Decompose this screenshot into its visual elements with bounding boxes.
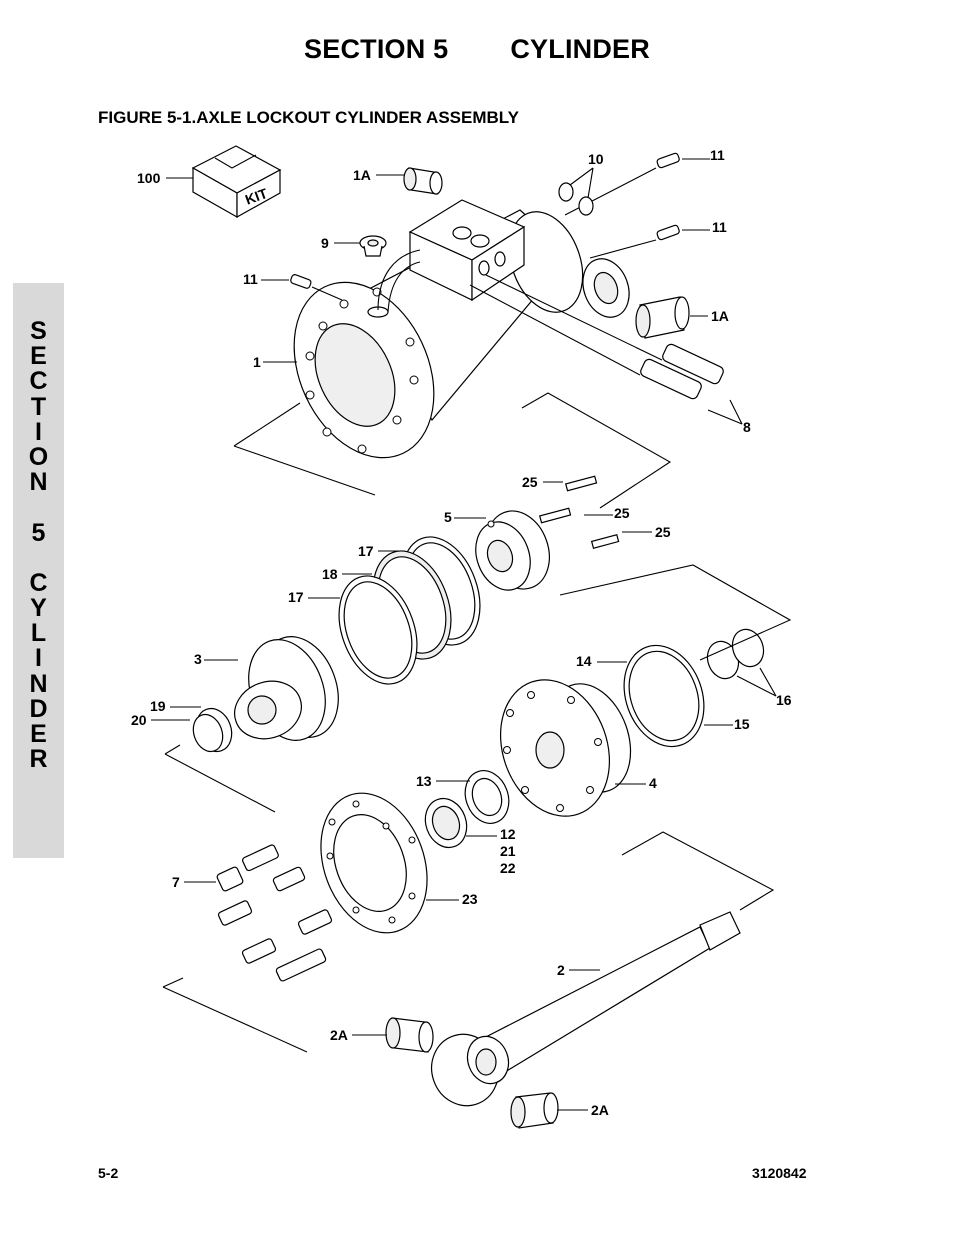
rings-16: [706, 628, 765, 680]
piston-3: [234, 636, 339, 741]
side-tab-letter: O: [28, 442, 49, 471]
seals-12-21-22: [424, 797, 468, 849]
callout-2a-left: 2A: [330, 1027, 348, 1043]
document-number: 3120842: [752, 1165, 807, 1181]
callout-8: 8: [743, 419, 751, 435]
side-tab-letter: T: [30, 392, 47, 421]
page-number: 5-2: [98, 1165, 119, 1181]
callout-15: 15: [734, 716, 750, 732]
callout-100: 100: [137, 170, 161, 186]
callout-19: 19: [150, 698, 166, 714]
kit-label: KIT: [243, 185, 270, 208]
callout-5: 5: [444, 509, 452, 525]
rings-19-20: [192, 707, 233, 753]
side-tab-letter: I: [35, 417, 42, 446]
bushing-2a-left: [385, 1017, 434, 1053]
gland-5: [475, 510, 550, 591]
side-tab-letter: C: [29, 367, 48, 396]
callout-1: 1: [253, 354, 261, 370]
callout-4: 4: [649, 775, 657, 791]
capscrews-25: [538, 475, 620, 549]
callout-2: 2: [557, 962, 565, 978]
side-tab-letter: L: [30, 619, 47, 648]
callout-25-top: 25: [522, 474, 538, 490]
seal-13: [464, 770, 510, 824]
side-tab-letter: Y: [30, 594, 47, 623]
valve-manifold-block: [377, 199, 526, 313]
side-tab-letter: D: [29, 694, 48, 723]
side-tab-letter: E: [30, 720, 47, 748]
callout-1a-right: 1A: [711, 308, 729, 324]
callout-12: 12: [500, 826, 516, 842]
callout-17-left: 17: [288, 589, 304, 605]
kit-box: KIT: [191, 145, 282, 219]
callout-10: 10: [588, 151, 604, 167]
side-tab-letter: C: [29, 568, 48, 597]
callout-7: 7: [172, 874, 180, 890]
capscrews-7: [216, 844, 333, 982]
side-tab-letter: R: [29, 745, 48, 774]
side-tab-letter: I: [35, 644, 42, 673]
callout-3: 3: [194, 651, 202, 667]
fitting-11-mid: [589, 224, 680, 259]
callout-11-mid: 11: [712, 219, 727, 235]
callout-18: 18: [322, 566, 338, 582]
callout-25-right: 25: [655, 524, 671, 540]
side-tab-letter: S: [30, 317, 47, 345]
callout-1a-top: 1A: [353, 167, 371, 183]
callout-13: 13: [416, 773, 432, 789]
callout-25-mid: 25: [614, 505, 630, 521]
bushing-1a-right: [635, 296, 690, 339]
plate-23: [320, 792, 428, 934]
callout-labels: 100 1A 10 11 11 9 11 1A 1 8 25 5 25 25 1…: [131, 147, 792, 1118]
fitting-11-left: [290, 274, 343, 301]
rod-guide-4: [499, 679, 632, 817]
side-tab-letter: N: [29, 669, 48, 698]
plugs-10: [558, 182, 594, 216]
leader-lines: [151, 158, 777, 1111]
seal-rings-17-18: [338, 536, 481, 685]
cylinder-rod-2: [431, 911, 741, 1107]
side-tab-letter: E: [30, 342, 47, 371]
callout-21: 21: [500, 843, 516, 859]
bushing-2a-right: [510, 1092, 559, 1129]
callout-23: 23: [462, 891, 478, 907]
section-title: SECTION 5 CYLINDER: [0, 34, 954, 65]
callout-11-left: 11: [243, 271, 258, 287]
callout-2a-right: 2A: [591, 1102, 609, 1118]
section-label: SECTION 5: [304, 34, 449, 64]
side-tab-letter: N: [29, 468, 48, 497]
figure-title: FIGURE 5-1.AXLE LOCKOUT CYLINDER ASSEMBL…: [98, 108, 519, 127]
callout-17-top: 17: [358, 543, 374, 559]
side-boss: [582, 258, 630, 318]
valve-cartridges-8: [469, 274, 724, 400]
callout-16: 16: [776, 692, 792, 708]
plug-9: [359, 235, 387, 257]
section-name: CYLINDER: [510, 34, 650, 64]
rings-14-15: [623, 644, 705, 748]
callout-22: 22: [500, 860, 516, 876]
side-tab-letter: 5: [31, 518, 46, 547]
callout-9: 9: [321, 235, 329, 251]
callout-14: 14: [576, 653, 592, 669]
callout-11-top: 11: [710, 147, 725, 163]
bushing-1a-top: [403, 167, 443, 195]
callout-20: 20: [131, 712, 147, 728]
